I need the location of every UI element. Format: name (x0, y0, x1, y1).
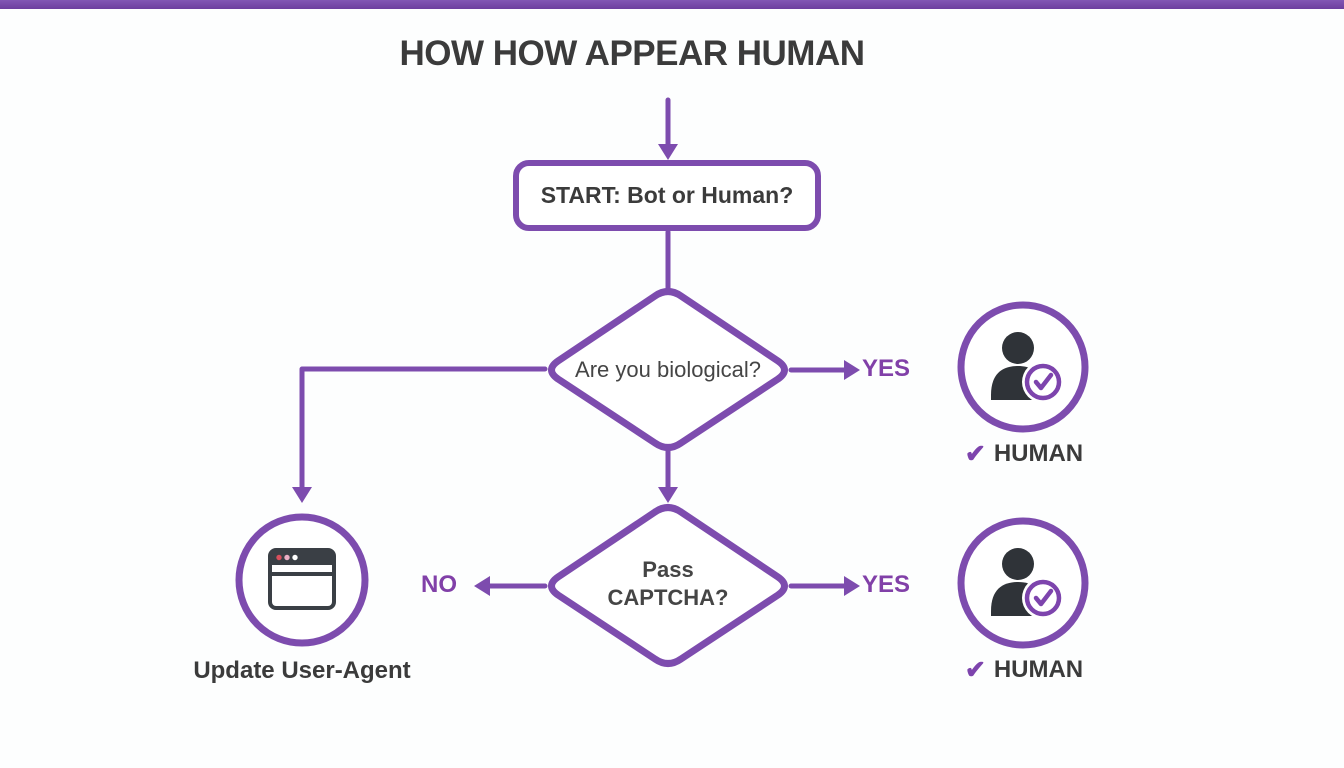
branch-label-no: NO (421, 571, 457, 598)
outcome-label-human-1: ✔ HUMAN (924, 439, 1124, 469)
outcome-node-human-2 (957, 517, 1089, 649)
decision2-diamond (548, 504, 788, 667)
top-accent-bar (0, 0, 1344, 9)
decision1-label: Are you biological? (575, 357, 761, 382)
outcome-label-text: HUMAN (993, 656, 1084, 683)
arrowhead-down-action (292, 487, 312, 503)
action-label-update-user-agent: Update User-Agent (193, 657, 411, 684)
branch-label-yes-2: YES (862, 571, 911, 598)
arrowhead-left-no (474, 576, 490, 596)
action-node-update-user-agent (235, 513, 369, 647)
outcome-label-text: HUMAN (993, 440, 1084, 467)
browser-window-icon (268, 548, 336, 610)
decision2-label-line1: Pass (642, 557, 694, 582)
arrowhead-down-decision2 (658, 487, 678, 503)
start-node-label: START: Bot or Human? (540, 182, 794, 208)
arrowhead-down-start (658, 144, 678, 160)
person-check-icon (991, 332, 1064, 403)
decision2-label: Pass CAPTCHA? (543, 556, 793, 612)
arrowhead-right-yes1 (844, 360, 860, 380)
checkmark-icon: ✔ (964, 656, 986, 684)
checkmark-icon: ✔ (964, 440, 986, 468)
page-title: HOW HOW APPEAR HUMAN (399, 34, 865, 73)
branch-label-yes-1: YES (862, 355, 911, 382)
outcome-node-human-1 (957, 301, 1089, 433)
person-check-icon (991, 548, 1064, 619)
arrowhead-right-yes2 (844, 576, 860, 596)
start-node: START: Bot or Human? (513, 160, 821, 231)
connector-decision1-to-action (299, 366, 548, 493)
outcome-label-human-2: ✔ HUMAN (924, 655, 1124, 685)
decision2-label-line2: CAPTCHA? (607, 585, 729, 610)
decision1-diamond (548, 288, 788, 451)
